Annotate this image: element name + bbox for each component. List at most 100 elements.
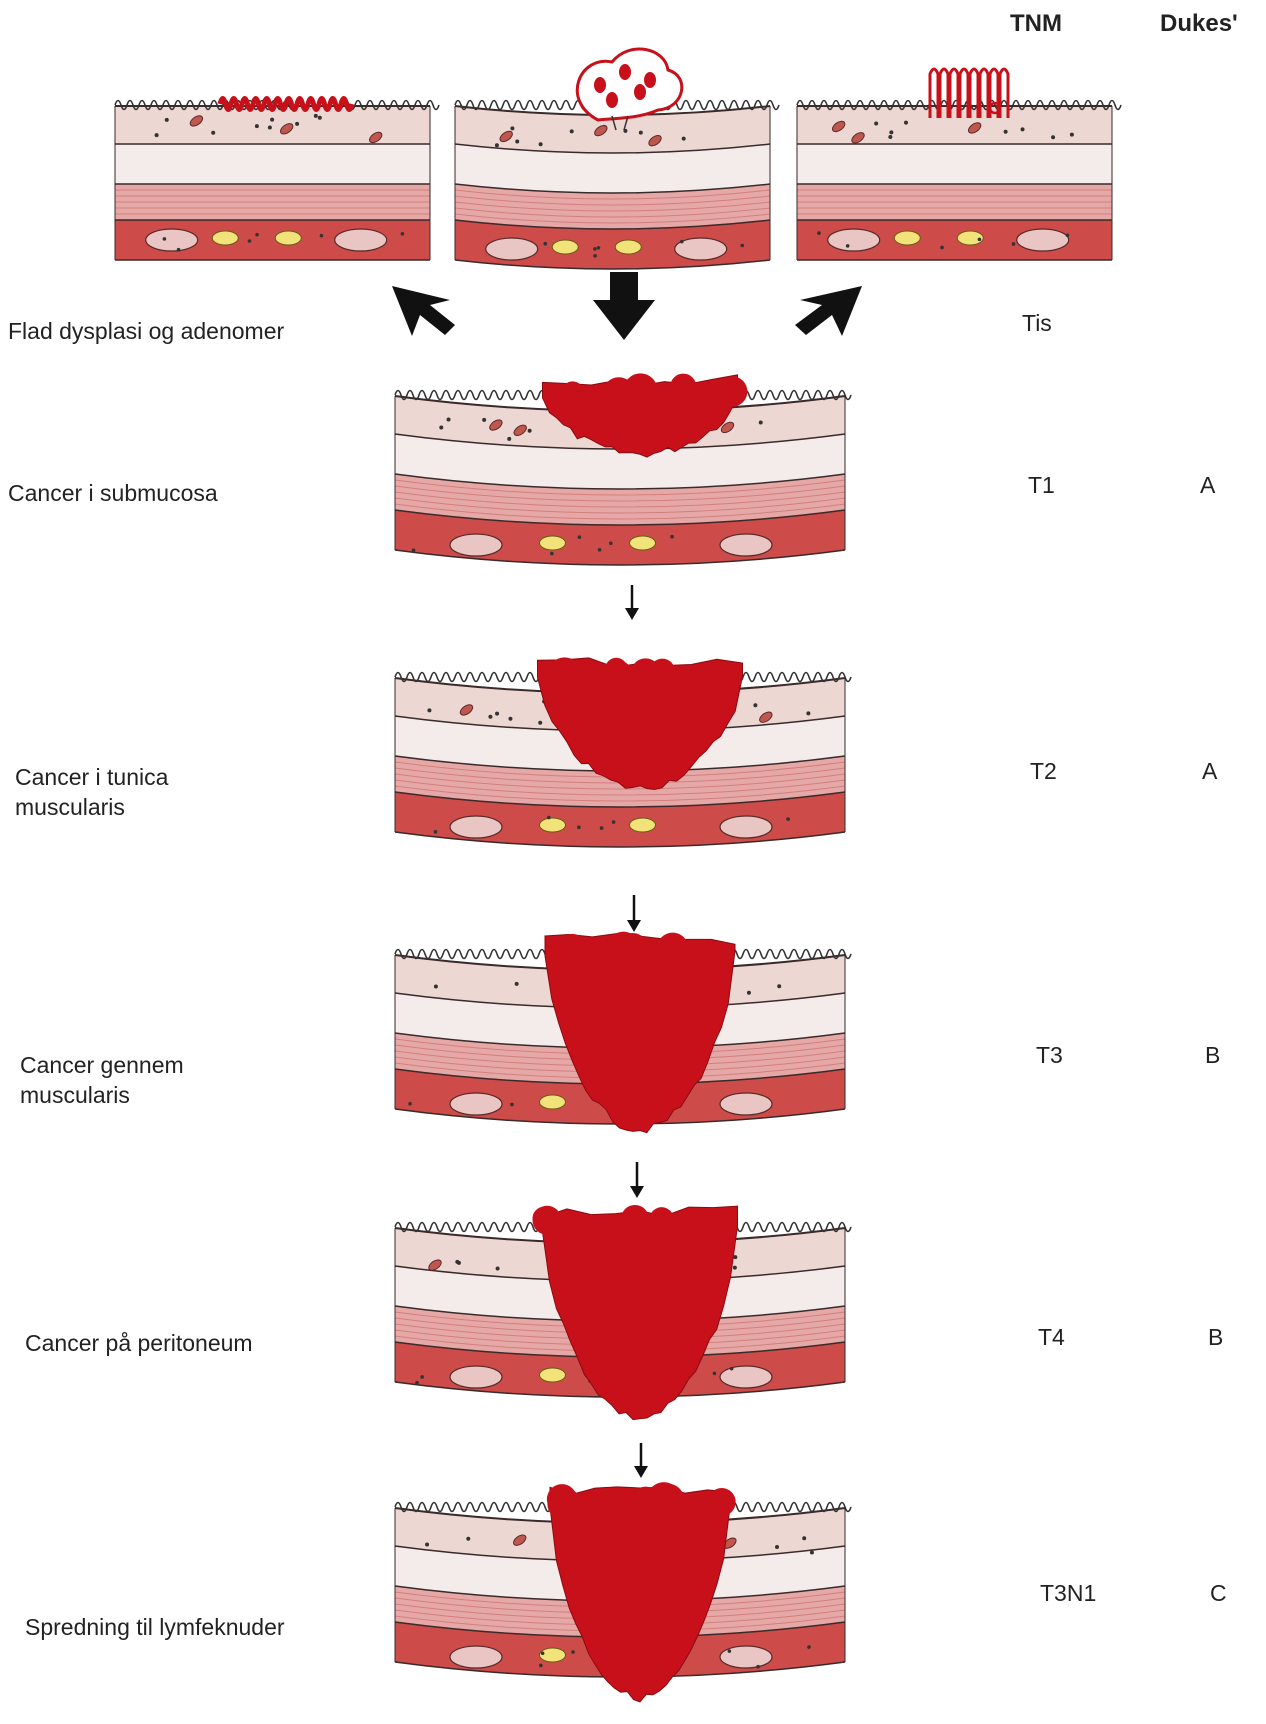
mucosa-dot	[466, 1537, 470, 1541]
precursor-villous-adenoma	[797, 101, 1121, 261]
serosa-dot	[609, 541, 613, 545]
tumor-lobe	[673, 1211, 703, 1241]
serosa-dot	[543, 242, 547, 246]
serosa-fat	[552, 240, 578, 254]
mucosa-dot	[777, 984, 781, 988]
serosa-fat	[630, 818, 656, 832]
serosa-dot	[177, 248, 181, 252]
stage-1-label: Cancer i submucosa	[8, 478, 218, 508]
precursor-tnm: Tis	[1022, 310, 1052, 337]
mucosa-dot	[270, 118, 274, 122]
serosa-fat	[540, 536, 566, 550]
mucosa-dot	[1004, 130, 1008, 134]
serosa-dot	[510, 1103, 514, 1107]
serosa-dot	[728, 1649, 732, 1653]
serosa-dot	[593, 254, 597, 258]
serosa-dot	[680, 240, 684, 244]
serosa-dot	[248, 239, 252, 243]
serosa-dot	[978, 238, 982, 242]
mucosa-dot	[539, 142, 543, 146]
mucosa-dot	[427, 708, 431, 712]
serosa-dot	[756, 1665, 760, 1669]
mucosa-dot	[639, 131, 643, 135]
arrow-head	[630, 1186, 644, 1198]
tumor-lobe	[717, 376, 747, 406]
mucosa-dot	[874, 121, 878, 125]
serosa-dot	[670, 535, 674, 539]
serosa-dot	[578, 535, 582, 539]
precursor-label: Flad dysplasi og adenomer	[8, 316, 284, 346]
arrow-head	[627, 920, 641, 932]
serosa-dot	[255, 233, 259, 237]
serosa-dot	[612, 820, 616, 824]
precursor-flat-dysplasia	[115, 101, 439, 261]
mucosa-dot	[155, 133, 159, 137]
polyp-cell	[606, 92, 618, 108]
serosa-vessel	[720, 816, 772, 838]
stage-4-tnm: T4	[1038, 1324, 1065, 1351]
tumor-lobe	[590, 1218, 610, 1238]
serosa-dot	[713, 1372, 717, 1376]
stage-4-dukes: B	[1208, 1324, 1223, 1351]
polyp-head	[577, 49, 682, 120]
mucosa-dot	[255, 124, 259, 128]
stage-5-tnm: T3N1	[1040, 1580, 1096, 1607]
stage-5-dukes: C	[1210, 1580, 1227, 1607]
serosa-fat	[540, 818, 566, 832]
mucosa-dot	[1051, 135, 1055, 139]
serosa-fat	[540, 1095, 566, 1109]
serosa-fat	[894, 231, 920, 245]
serosa-dot	[740, 244, 744, 248]
progress-arrow-1	[625, 585, 639, 620]
mucosa-dot	[733, 1266, 737, 1270]
mucosa-dot	[515, 982, 519, 986]
serosa-dot	[597, 246, 601, 250]
mucosa-dot	[1070, 133, 1074, 137]
polyp-cell	[644, 72, 656, 88]
convergence-arrows	[392, 272, 862, 340]
mucosa-dot	[318, 116, 322, 120]
dukes-column-header: Dukes'	[1160, 10, 1238, 38]
serosa-vessel	[720, 534, 772, 556]
stage-2-dukes: A	[1202, 758, 1217, 785]
mucosa-dot	[515, 140, 519, 144]
polyp-cell	[634, 84, 646, 100]
serosa-fat	[630, 536, 656, 550]
serosa-dot	[846, 244, 850, 248]
serosa-vessel	[486, 238, 538, 260]
polyp-cell	[619, 64, 631, 80]
mucosa-dot	[425, 1543, 429, 1547]
stage-2-tnm: T2	[1030, 758, 1057, 785]
serosa-dot	[163, 237, 167, 241]
serosa-dot	[547, 816, 551, 820]
mucosa-dot	[538, 721, 542, 725]
tumor-lobe	[631, 658, 661, 688]
stage-3-dukes: B	[1205, 1042, 1220, 1069]
arrow-center	[593, 272, 655, 340]
serosa-dot	[420, 1375, 424, 1379]
tumor-lobe	[650, 1207, 674, 1231]
serosa-dot	[412, 548, 416, 552]
mucosa-dot	[510, 126, 514, 130]
mucosa-dot	[211, 131, 215, 135]
stage-4-label: Cancer på peritoneum	[25, 1328, 253, 1358]
serosa-dot	[786, 817, 790, 821]
mucosa-dot	[888, 135, 892, 139]
serosa-dot	[598, 548, 602, 552]
mucosa-dot	[682, 137, 686, 141]
mucosa-dot	[1021, 127, 1025, 131]
serosa-dot	[730, 1367, 734, 1371]
serosa-vessel	[450, 816, 502, 838]
serosa-dot	[571, 1650, 575, 1654]
stage-1-tnm: T1	[1028, 472, 1055, 499]
serosa-vessel	[335, 229, 387, 251]
serosa-vessel	[720, 1093, 772, 1115]
mucosa-dot	[810, 1550, 814, 1554]
tumor-lobe	[652, 1484, 685, 1517]
serosa-dot	[1012, 242, 1016, 246]
tumor-lobe	[547, 1484, 577, 1514]
serosa-vessel	[828, 229, 880, 251]
progress-arrow-2	[627, 895, 641, 932]
polyp-cell	[594, 77, 606, 93]
